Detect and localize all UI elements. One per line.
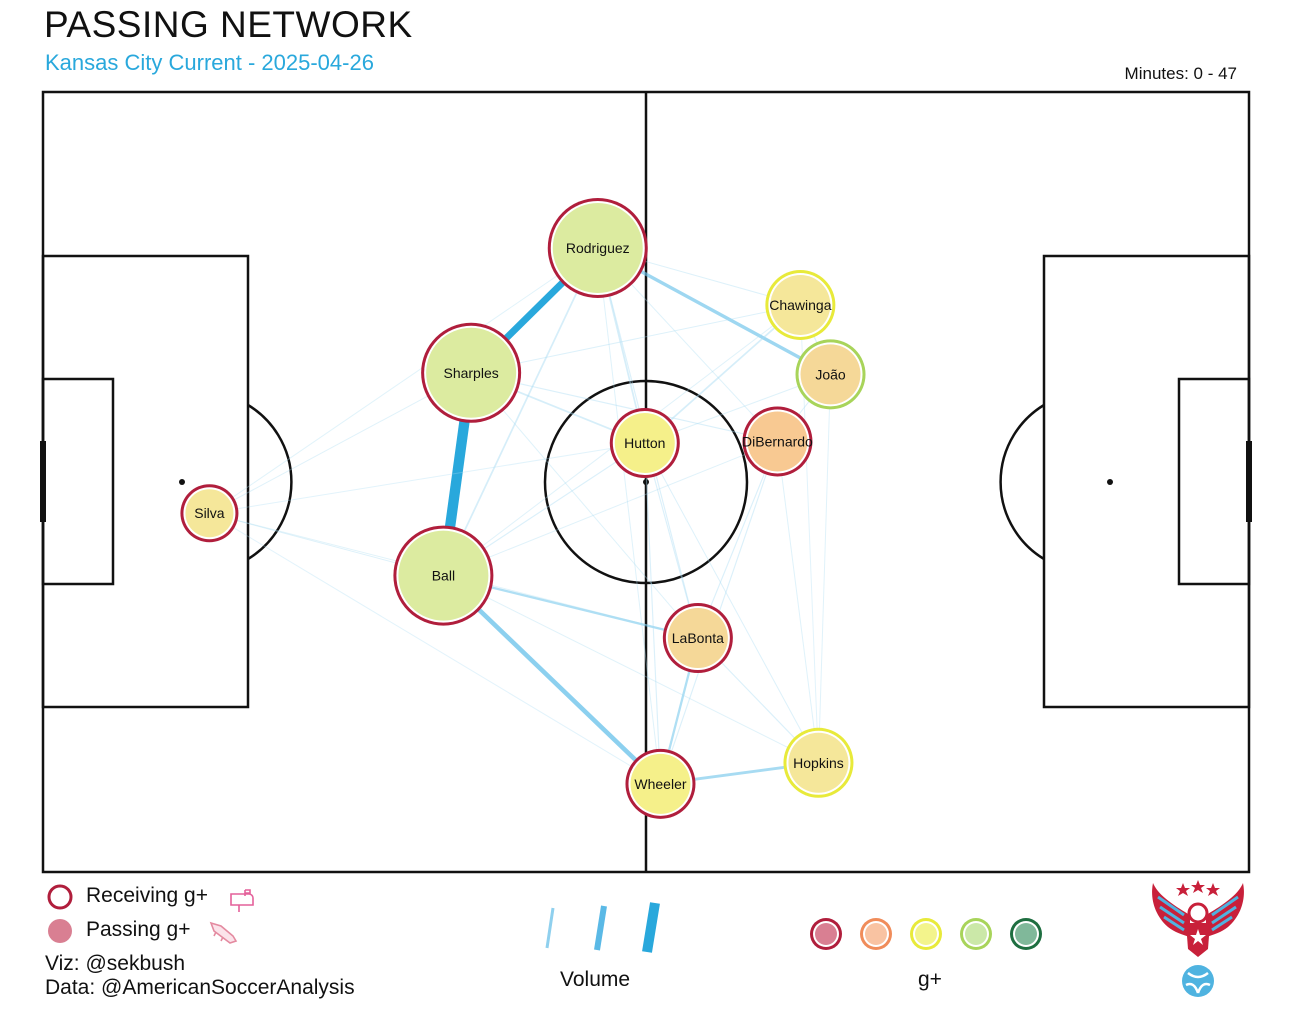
player-name-label: DiBernardo xyxy=(742,433,813,449)
player-name-label: Chawinga xyxy=(769,297,831,313)
player-node-jo-o: João xyxy=(795,339,866,410)
right-penalty-box xyxy=(1042,254,1251,709)
gplus-color-scale xyxy=(810,918,1042,950)
logo-star-1 xyxy=(1176,883,1190,896)
pass-edge-dibernardo-labonta xyxy=(697,441,778,639)
player-node-dibernardo: DiBernardo xyxy=(742,406,813,477)
logo-right-wing-stripes xyxy=(1211,895,1239,932)
left-six-yard-box xyxy=(41,377,115,586)
volume-legend-label: Volume xyxy=(560,968,631,991)
pass-edge-rodriguez-wheeler xyxy=(597,247,661,784)
pass-edge-ball-dibernardo xyxy=(443,440,778,577)
receiving-legend-marker xyxy=(47,884,73,910)
cleat-icon xyxy=(209,921,238,944)
center-spot xyxy=(643,479,649,485)
player-node-wheeler: Wheeler xyxy=(625,748,696,819)
player-name-label: LaBonta xyxy=(672,630,724,646)
pass-edge-ball-hopkins xyxy=(443,575,819,764)
passing-fill xyxy=(426,327,517,418)
passing-fill xyxy=(747,411,808,472)
player-name-label: João xyxy=(815,366,846,382)
player-node-rodriguez: Rodriguez xyxy=(547,198,648,298)
passing-fill xyxy=(552,203,643,293)
pass-edge-ball-wheeler xyxy=(441,573,663,786)
volume-legend-thin xyxy=(545,907,555,949)
player-name-label: Ball xyxy=(432,568,455,584)
soccer-ball-seams xyxy=(1185,971,1211,994)
passing-fill xyxy=(788,732,849,793)
player-node-labonta: LaBonta xyxy=(662,603,733,673)
gplus-scale-fill-5 xyxy=(1015,923,1037,945)
gplus-scale-fill-2 xyxy=(865,923,887,945)
player-node-silva: Silva xyxy=(180,484,239,543)
passing-fill xyxy=(398,530,489,621)
logo-star-2 xyxy=(1191,880,1205,893)
gplus-scale-fill-1 xyxy=(815,923,837,945)
pass-edge-hutton-wheeler xyxy=(644,442,662,784)
pass-edge-sharples-dibernardo xyxy=(471,372,778,443)
right-six-yard-box xyxy=(1177,377,1251,586)
right-penalty-spot xyxy=(1107,479,1113,485)
left-penalty-spot xyxy=(179,479,185,485)
pass-edge-silva-rodriguez xyxy=(209,247,599,514)
minutes-range: Minutes: 0 - 47 xyxy=(1124,64,1237,83)
right-penalty-arc xyxy=(999,403,1045,561)
data-credit: Data: @AmericanSoccerAnalysis xyxy=(45,976,355,999)
left-penalty-box xyxy=(41,254,250,709)
pass-edge-silva-wheeler xyxy=(209,512,661,785)
pass-edge-sharples-labonta xyxy=(470,372,699,639)
logo-left-wing-stripes xyxy=(1157,895,1185,932)
passing-fill xyxy=(800,344,861,405)
volume-legend-medium xyxy=(594,905,607,951)
pitch-markings xyxy=(41,90,1251,874)
gplus-scale-fill-4 xyxy=(965,923,987,945)
player-node-sharples: Sharples xyxy=(421,322,522,423)
passing-fill xyxy=(667,608,728,668)
passing-fill xyxy=(614,413,675,473)
pass-edge-joão-hopkins xyxy=(817,374,832,763)
passing-fill xyxy=(630,753,691,814)
left-penalty-arc xyxy=(247,403,293,561)
receiving-legend-label: Receiving g+ xyxy=(86,884,208,907)
logo-star-3 xyxy=(1206,883,1220,896)
player-name-label: Wheeler xyxy=(634,776,686,792)
gplus-legend-label: g+ xyxy=(918,968,942,991)
pass-edge-hutton-hopkins xyxy=(644,442,819,764)
gplus-scale-fill-3 xyxy=(915,923,937,945)
logo-left-wing xyxy=(1152,883,1190,937)
passing-fill xyxy=(185,489,234,538)
player-node-chawinga: Chawinga xyxy=(765,269,836,340)
passing-fill xyxy=(770,274,831,335)
pass-edges xyxy=(209,245,832,786)
center-circle xyxy=(543,379,749,585)
volume-legend-thick xyxy=(642,902,660,953)
player-name-label: Rodriguez xyxy=(566,240,630,256)
player-name-label: Sharples xyxy=(443,365,498,381)
player-node-hopkins: Hopkins xyxy=(783,727,854,798)
passing-legend-label: Passing g+ xyxy=(86,918,191,941)
logo-eagle-head xyxy=(1187,902,1209,924)
logo-right-wing xyxy=(1206,883,1244,937)
player-node-ball: Ball xyxy=(393,525,494,626)
pass-edge-rodriguez-ball xyxy=(442,247,599,576)
player-name-label: Hopkins xyxy=(793,755,844,771)
pass-edge-dibernardo-hopkins xyxy=(776,441,819,763)
pass-edge-sharples-chawinga xyxy=(471,304,801,374)
chart-title: PASSING NETWORK xyxy=(44,4,413,45)
player-name-label: Silva xyxy=(194,505,225,521)
asa-eagle-logo xyxy=(1152,880,1244,997)
logo-body-star xyxy=(1190,929,1206,945)
passing-legend-marker xyxy=(48,919,72,943)
player-name-label: Hutton xyxy=(624,435,665,451)
pass-edge-silva-hutton xyxy=(209,442,645,514)
chart-subtitle: Kansas City Current - 2025-04-26 xyxy=(45,50,374,75)
mailbox-icon xyxy=(230,889,254,912)
player-node-hutton: Hutton xyxy=(609,408,680,478)
viz-credit: Viz: @sekbush xyxy=(45,952,185,975)
